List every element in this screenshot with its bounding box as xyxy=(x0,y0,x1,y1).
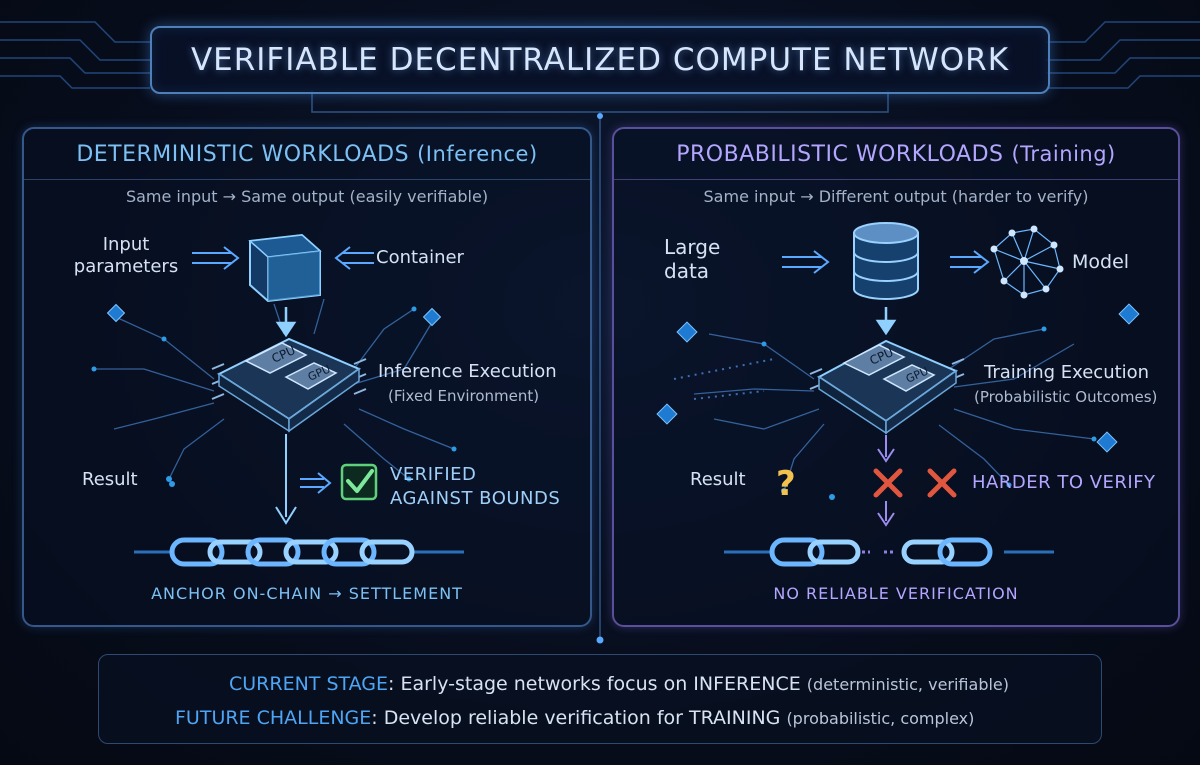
title-box: VERIFIABLE DECENTRALIZED COMPUTE NETWORK xyxy=(150,26,1050,94)
deterministic-title-paren: (Inference) xyxy=(417,142,538,166)
dotted-traces xyxy=(673,358,775,400)
arrow-right-icon xyxy=(192,246,240,270)
node-dot xyxy=(597,113,603,119)
result-label: Result xyxy=(82,469,138,490)
large-data-label: Large data xyxy=(664,235,721,283)
current-stage-key: CURRENT STAGE xyxy=(229,673,389,695)
model-label: Model xyxy=(1072,251,1130,273)
deterministic-header: DETERMINISTIC WORKLOADS (Inference) xyxy=(24,129,590,180)
probabilistic-title: PROBABILISTIC WORKLOADS xyxy=(676,141,1004,167)
summary-box: CURRENT STAGE: Early-stage networks focu… xyxy=(98,654,1102,744)
result-node xyxy=(169,481,175,487)
arrow-down-icon xyxy=(275,307,297,338)
future-challenge-text: : Develop reliable verification for TRAI… xyxy=(371,707,787,729)
training-execution-label: Training Execution xyxy=(984,362,1150,383)
arrow-left-icon xyxy=(334,246,374,270)
arrow-down-long-icon xyxy=(275,434,297,525)
input-parameters-label: Input parameters xyxy=(73,234,179,277)
deterministic-subtitle: Same input → Same output (easily verifia… xyxy=(125,187,489,206)
checkmark-icon xyxy=(340,463,378,501)
probabilistic-panel: PROBABILISTIC WORKLOADS (Training) Same … xyxy=(612,127,1180,627)
deterministic-footer: ANCHOR ON-CHAIN → SETTLEMENT xyxy=(151,584,463,603)
node-dot xyxy=(596,636,604,644)
fixed-environment-label: (Fixed Environment) xyxy=(388,387,540,405)
verified-label: VERIFIED AGAINST BOUNDS xyxy=(390,464,561,509)
future-challenge-line: FUTURE CHALLENGE: Develop reliable verif… xyxy=(175,707,974,729)
neural-network-icon xyxy=(990,225,1064,299)
question-icon: ? xyxy=(776,464,796,504)
probabilistic-footer: NO RELIABLE VERIFICATION xyxy=(773,584,1019,603)
deterministic-illustration: CPU GPU xyxy=(91,233,464,567)
harder-to-verify-label: HARDER TO VERIFY xyxy=(972,472,1156,493)
page-title: VERIFIABLE DECENTRALIZED COMPUTE NETWORK xyxy=(190,42,1010,78)
chip-traces xyxy=(693,328,1095,492)
arrow-down-purple-icon xyxy=(877,435,895,527)
cross-icon xyxy=(873,468,957,498)
deterministic-panel: DETERMINISTIC WORKLOADS (Inference) Same… xyxy=(22,127,592,627)
arrow-right-icon xyxy=(950,250,990,274)
probabilistic-header: PROBABILISTIC WORKLOADS (Training) xyxy=(614,129,1178,180)
future-challenge-paren: (probabilistic, complex) xyxy=(786,709,975,728)
arrow-right-icon xyxy=(300,472,332,494)
chip-icon: CPU GPU xyxy=(809,339,965,435)
probabilistic-subtitle: Same input → Different output (harder to… xyxy=(703,187,1089,206)
probabilistic-outcomes-label: (Probabilistic Outcomes) xyxy=(974,388,1158,406)
container-cube-icon xyxy=(248,233,322,303)
trace-nodes xyxy=(761,326,1097,500)
trace-nodes xyxy=(91,306,457,482)
small-cube-icon xyxy=(656,303,1140,453)
probabilistic-title-paren: (Training) xyxy=(1011,142,1116,166)
arrow-right-icon xyxy=(782,250,830,274)
current-stage-line: CURRENT STAGE: Early-stage networks focu… xyxy=(229,673,1009,695)
container-label: Container xyxy=(376,247,464,268)
chain-icon xyxy=(134,537,464,567)
chip-icon: CPU GPU xyxy=(211,337,367,433)
current-stage-paren: (deterministic, verifiable) xyxy=(806,675,1009,694)
result-label: Result xyxy=(690,469,746,490)
current-stage-text: : Early-stage networks focus on INFERENC… xyxy=(388,673,807,695)
database-icon xyxy=(853,222,919,300)
deterministic-title: DETERMINISTIC WORKLOADS xyxy=(76,141,410,167)
arrow-down-icon xyxy=(875,307,897,336)
inference-execution-label: Inference Execution xyxy=(378,361,557,382)
probabilistic-illustration: CPU GPU ? xyxy=(656,222,1140,567)
broken-chain-icon xyxy=(724,537,1054,567)
future-challenge-key: FUTURE CHALLENGE xyxy=(175,707,372,729)
small-cube-icon xyxy=(106,303,442,327)
